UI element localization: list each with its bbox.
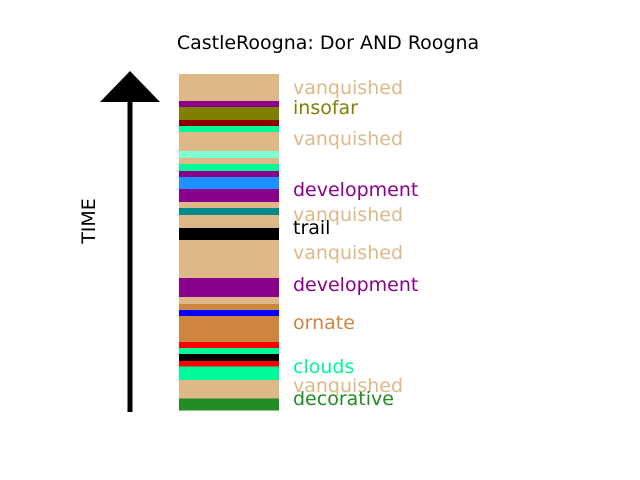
stack-segment [179, 107, 279, 120]
stack-segment [179, 240, 279, 278]
stack-segment [179, 348, 279, 354]
stack-segment [179, 278, 279, 297]
stack-segment [179, 120, 279, 126]
stack-segment [179, 342, 279, 348]
stack-segment [179, 164, 279, 171]
stack-segment [179, 208, 279, 215]
stack-segment [179, 366, 279, 380]
stack-segment [179, 354, 279, 361]
chart-title: CastleRoogna: Dor AND Roogna [177, 32, 479, 54]
segment-label: vanquished [293, 375, 403, 397]
stack-labels: vanquishedinsofarvanquisheddevelopmentva… [293, 77, 418, 410]
segment-label: trail [293, 217, 330, 239]
segment-label: clouds [293, 356, 354, 378]
segment-label: vanquished [293, 242, 403, 264]
segment-label: development [293, 274, 418, 296]
segment-label: vanquished [293, 128, 403, 150]
stack-segment [179, 101, 279, 107]
stack-segment [179, 310, 279, 316]
stack-segments [179, 74, 279, 411]
stack-segment [179, 304, 279, 310]
segment-label: ornate [293, 312, 355, 334]
stack-segment [179, 202, 279, 208]
stack-segment [179, 380, 279, 399]
stack-segment [179, 177, 279, 189]
segment-label: insofar [293, 97, 358, 119]
stack-segment [179, 215, 279, 228]
stack-segment [179, 316, 279, 342]
stack-segment [179, 228, 279, 240]
stack-segment [179, 297, 279, 304]
stack-segment [179, 189, 279, 202]
segment-label: vanquished [293, 204, 403, 226]
segment-label: development [293, 179, 418, 201]
stack-segment [179, 361, 279, 367]
stack-segment [179, 171, 279, 177]
time-arrow-shaft [127, 98, 133, 412]
segment-label: vanquished [293, 77, 403, 99]
stack-segment [179, 74, 279, 101]
stack-segment [179, 132, 279, 151]
y-axis-label: TIME [78, 198, 100, 245]
segment-label: decorative [293, 388, 394, 410]
stack-segment [179, 126, 279, 132]
stack-segment [179, 151, 279, 158]
time-arrow [100, 71, 160, 412]
time-arrow-head [100, 71, 160, 102]
stack-segment [179, 158, 279, 164]
stack-segment [179, 398, 279, 411]
